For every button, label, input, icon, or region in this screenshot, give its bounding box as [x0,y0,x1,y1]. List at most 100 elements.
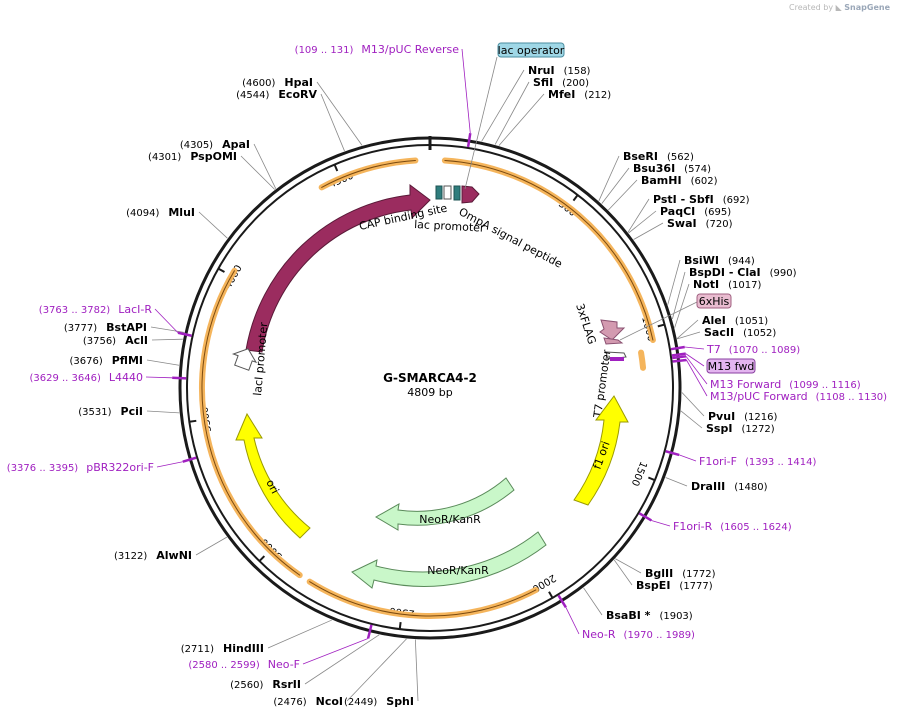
site-bsu36i[interactable]: Bsu36I(574) [601,162,711,204]
6xhis-block[interactable] [603,337,624,345]
site-leader [195,536,228,556]
site-bamhi[interactable]: BamHI(602) [608,174,718,211]
site-leader [414,639,419,702]
site-label: NruI(158) [528,64,591,77]
site-leader [627,198,650,233]
site-pvui[interactable]: PvuI(1216) [681,392,778,423]
primer-label: F1ori-R(1605 .. 1624) [673,520,792,533]
primer-laci-r[interactable]: (3763 .. 3782)LacI-R [39,303,192,337]
ompa-signal-peptide-arrow[interactable] [461,185,480,204]
primer-l4440[interactable]: (3629 .. 3646)L4440 [29,371,187,384]
neor-kanr-inner[interactable] [375,477,515,531]
primer-f1ori-f[interactable]: F1ori-F(1393 .. 1414) [665,450,817,468]
site-leader [615,558,642,574]
site-leader [601,167,630,204]
primer-label: M13 fwd [708,360,755,373]
site-mfei[interactable]: MfeI(212) [498,88,611,146]
primer-mark [172,376,187,380]
ompa-label: OmpA signal peptide [457,205,565,271]
primer-neo-r[interactable]: Neo-R(1970 .. 1989) [557,594,695,641]
site-hindiii[interactable]: (2711)HindIII [181,619,332,655]
primer-mark [366,624,373,639]
site-nrui[interactable]: NruI(158) [481,64,591,142]
site-label: SwaI(720) [667,217,733,230]
site-ncoi[interactable]: (2476)NcoI [273,638,407,708]
primer-mark [671,355,687,360]
tick-mark [572,194,579,202]
tick-mark [258,555,266,562]
orange-orf-arc-line[interactable] [309,581,537,617]
laci-promoter-arrow[interactable] [230,345,259,372]
laci-orf[interactable] [245,184,431,353]
site-bsiwi[interactable]: BsiWI(944) [667,254,755,305]
site-psti[interactable]: PstI - SbfI(692) [627,193,750,233]
lac-operator-block[interactable] [453,185,461,201]
site-hpai[interactable]: (4600)HpaI [242,76,363,146]
site-rsrii[interactable]: (2560)RsrII [230,634,380,691]
site-swai[interactable]: SwaI(720) [633,217,733,240]
primer-leader [461,48,471,134]
primer-m13-fwd[interactable]: M13 fwd [671,352,756,374]
site-label: PvuI(1216) [708,410,778,423]
lac-operator-leader [464,56,498,190]
site-bstapi[interactable]: (3777)BstAPI [64,321,185,334]
site-alei[interactable]: AleI(1051) [676,314,768,339]
orange-orf-arc-line[interactable] [201,270,301,576]
site-mlui[interactable]: (4094)MluI [126,206,228,239]
ori-feature[interactable] [235,412,311,539]
primer-neo-f[interactable]: (2580 .. 2599)Neo-F [188,624,373,671]
site-bspei[interactable]: BspEI(1777) [613,559,713,592]
3xflag-arrow[interactable] [599,319,626,341]
lac-promoter-label: lac promoter [414,218,485,235]
site-bseri[interactable]: BseRI(562) [598,150,694,202]
site-bspdi[interactable]: BspDI - ClaI(990) [671,266,797,320]
credit-brand: SnapGene [844,3,890,12]
site-noti[interactable]: NotI(1017) [674,278,762,328]
site-leader [316,81,363,146]
site-leader [304,634,380,685]
site-bsabi[interactable]: BsaBI *(1903) [583,587,693,622]
site-ecorv[interactable]: (4544)EcoRV [236,88,345,152]
snapgene-logo-icon: ◣ [835,3,842,12]
3xflag-label: 3xFLAG [573,302,598,346]
site-sfii[interactable]: SfiI(200) [494,76,589,145]
site-sphi[interactable]: (2449)SphI [344,639,419,708]
neor-kanr-outer[interactable] [351,531,547,589]
primer-m13-puc-forward[interactable]: M13/pUC Forward(1108 .. 1130) [672,358,888,403]
orange-orf-arc[interactable] [638,349,647,371]
site-bglii[interactable]: BglII(1772) [615,558,716,580]
site-alwni[interactable]: (3122)AlwNI [114,536,228,562]
f1-ori-feature[interactable] [573,395,629,506]
site-label: (3777)BstAPI [64,321,147,334]
primer-f1ori-r[interactable]: F1ori-R(1605 .. 1624) [638,512,792,533]
tick-mark [333,164,339,172]
primer-m13-puc-reverse[interactable]: (109 .. 131)M13/pUC Reverse [295,43,472,148]
site-paqci[interactable]: PaqCI(695) [628,205,732,234]
site-acli[interactable]: (3756)AclI [83,334,183,347]
site-apai[interactable]: (4305)ApaI [180,138,277,189]
site-leader [267,619,332,649]
site-label: (4544)EcoRV [236,88,317,101]
site-leader [677,331,701,340]
site-sspi[interactable]: SspI(1272) [680,410,775,435]
primer-m13-forward[interactable]: M13 Forward(1099 .. 1116) [671,355,861,391]
primer-pbr322ori-f[interactable]: (3376 .. 3395)pBR322ori-F [7,456,197,474]
site-label: (3676)PflMI [69,354,143,367]
site-sacii[interactable]: SacII(1052) [677,326,776,340]
site-pcii[interactable]: (3531)PciI [78,405,180,418]
site-leader [613,559,633,586]
site-pflmi[interactable]: (3676)PflMI [69,354,180,367]
site-draiii[interactable]: DraIII(1480) [665,477,768,493]
cap-binding-site-block[interactable] [435,185,443,200]
site-leader [674,283,690,328]
site-label: BsaBI *(1903) [606,609,693,622]
orange-orf-arc-line[interactable] [444,159,654,341]
orange-orf-arc-line[interactable] [321,159,416,188]
site-pspomi[interactable]: (4301)PspOMI [148,150,276,190]
site-label: PaqCI(695) [660,205,731,218]
site-leader [676,319,699,339]
primer-t7[interactable]: T7(1070 .. 1089) [670,343,800,356]
lac-promoter-block[interactable] [443,185,452,200]
primer-leader [651,520,671,527]
